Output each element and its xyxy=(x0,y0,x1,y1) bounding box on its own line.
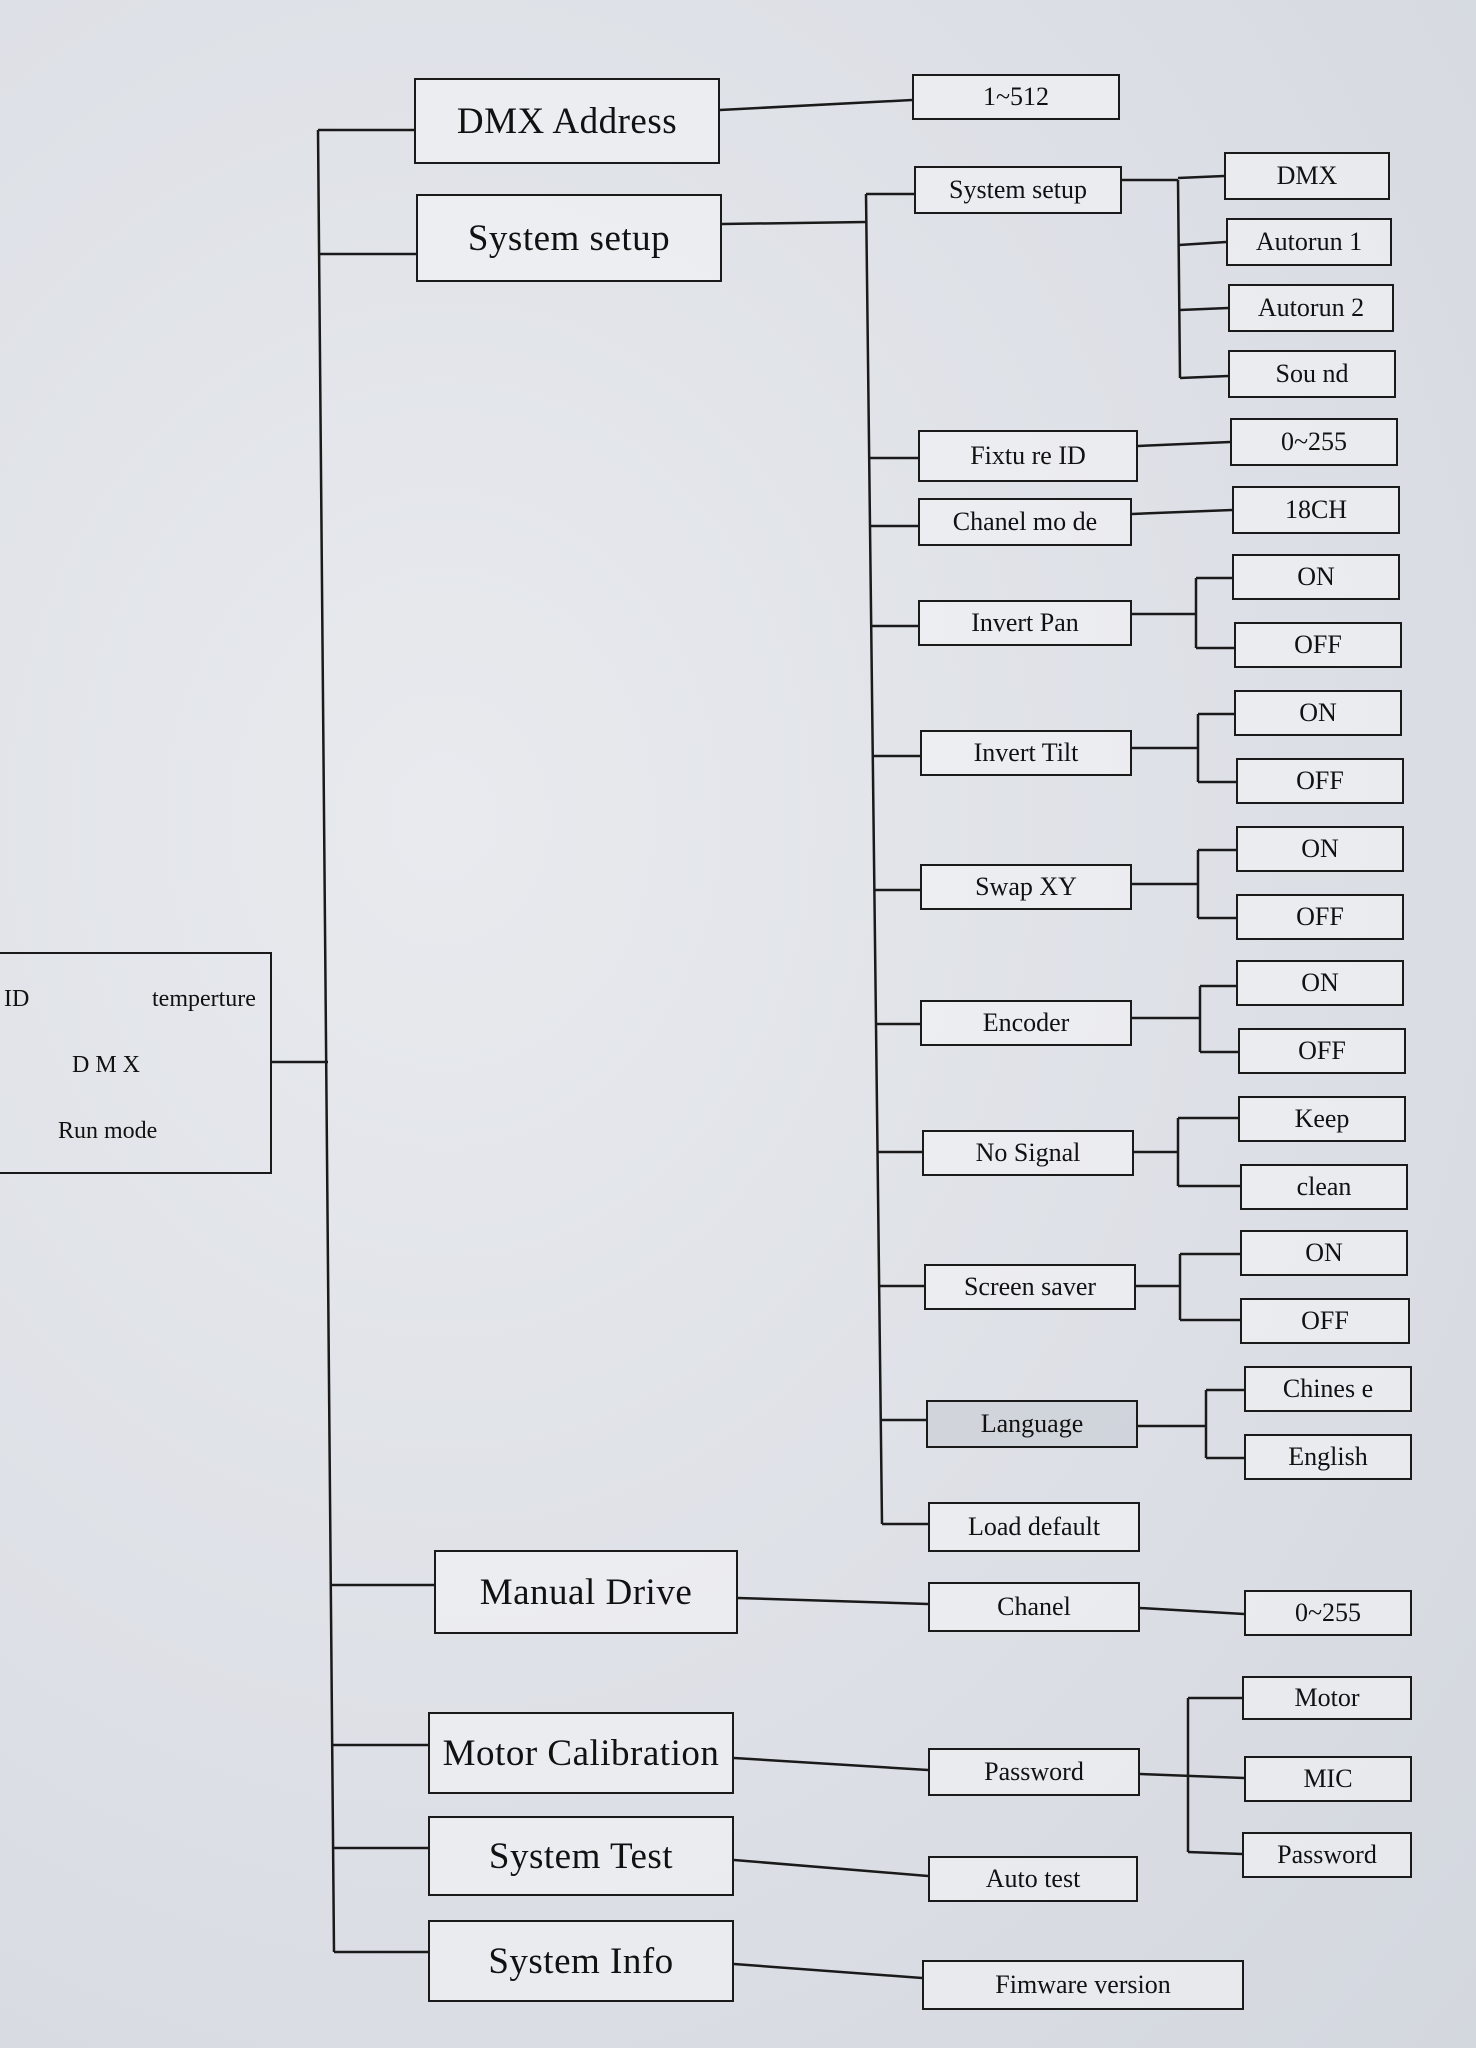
option-run-sound[interactable]: Sou nd xyxy=(1228,350,1396,398)
submenu-swap-xy[interactable]: Swap XY xyxy=(920,864,1132,910)
option-run-dmx[interactable]: DMX xyxy=(1224,152,1390,200)
option-screen-saver-on[interactable]: ON xyxy=(1240,1230,1408,1276)
status-display-box: ID temperture D M X Run mode xyxy=(0,952,272,1174)
motor-calibration-password[interactable]: Password xyxy=(928,1748,1140,1796)
menu-motor-calibration[interactable]: Motor Calibration xyxy=(428,1712,734,1794)
main-trunk xyxy=(316,129,336,1953)
channel-mode-value[interactable]: 18CH xyxy=(1232,486,1400,534)
submenu-encoder[interactable]: Encoder xyxy=(920,1000,1132,1046)
option-run-autorun-2[interactable]: Autorun 2 xyxy=(1228,284,1394,332)
submenu-load-default[interactable]: Load default xyxy=(928,1502,1140,1552)
option-invert-tilt-on[interactable]: ON xyxy=(1234,690,1402,736)
option-encoder-on[interactable]: ON xyxy=(1236,960,1404,1006)
option-no-signal-clean[interactable]: clean xyxy=(1240,1164,1408,1210)
submenu-invert-pan[interactable]: Invert Pan xyxy=(918,600,1132,646)
menu-system-info[interactable]: System Info xyxy=(428,1920,734,2002)
system-test-auto-test[interactable]: Auto test xyxy=(928,1856,1138,1902)
status-run-mode-label: Run mode xyxy=(58,1118,158,1144)
option-encoder-off[interactable]: OFF xyxy=(1238,1028,1406,1074)
fixture-id-range[interactable]: 0~255 xyxy=(1230,418,1398,466)
manual-drive-channel[interactable]: Chanel xyxy=(928,1582,1140,1632)
option-invert-pan-on[interactable]: ON xyxy=(1232,554,1400,600)
submenu-invert-tilt[interactable]: Invert Tilt xyxy=(920,730,1132,776)
option-swap-xy-off[interactable]: OFF xyxy=(1236,894,1404,940)
submenu-channel-mode[interactable]: Chanel mo de xyxy=(918,498,1132,546)
menu-manual-drive[interactable]: Manual Drive xyxy=(434,1550,738,1634)
manual-drive-channel-range[interactable]: 0~255 xyxy=(1244,1590,1412,1636)
dmx-address-range[interactable]: 1~512 xyxy=(912,74,1120,120)
menu-dmx-address[interactable]: DMX Address xyxy=(414,78,720,164)
status-temperature-label: temperture xyxy=(152,986,256,1012)
submenu-trunk xyxy=(864,193,884,1525)
submenu-run-mode[interactable]: System setup xyxy=(914,166,1122,214)
menu-system-setup[interactable]: System setup xyxy=(416,194,722,282)
submenu-screen-saver[interactable]: Screen saver xyxy=(924,1264,1136,1310)
option-invert-tilt-off[interactable]: OFF xyxy=(1236,758,1404,804)
option-language-chinese[interactable]: Chines e xyxy=(1244,1366,1412,1412)
option-swap-xy-on[interactable]: ON xyxy=(1236,826,1404,872)
option-calibrate-motor[interactable]: Motor xyxy=(1242,1676,1412,1720)
system-info-firmware-version[interactable]: Fimware version xyxy=(922,1960,1244,2010)
status-dmx-label: D M X xyxy=(72,1052,141,1078)
menu-system-test[interactable]: System Test xyxy=(428,1816,734,1896)
submenu-fixture-id[interactable]: Fixtu re ID xyxy=(918,430,1138,482)
option-language-english[interactable]: English xyxy=(1244,1434,1412,1480)
submenu-no-signal[interactable]: No Signal xyxy=(922,1130,1134,1176)
status-id-label: ID xyxy=(4,986,30,1012)
option-calibrate-password[interactable]: Password xyxy=(1242,1832,1412,1878)
option-no-signal-keep[interactable]: Keep xyxy=(1238,1096,1406,1142)
option-run-autorun-1[interactable]: Autorun 1 xyxy=(1226,218,1392,266)
option-screen-saver-off[interactable]: OFF xyxy=(1240,1298,1410,1344)
option-calibrate-mic[interactable]: MIC xyxy=(1244,1756,1412,1802)
option-invert-pan-off[interactable]: OFF xyxy=(1234,622,1402,668)
submenu-language[interactable]: Language xyxy=(926,1400,1138,1448)
